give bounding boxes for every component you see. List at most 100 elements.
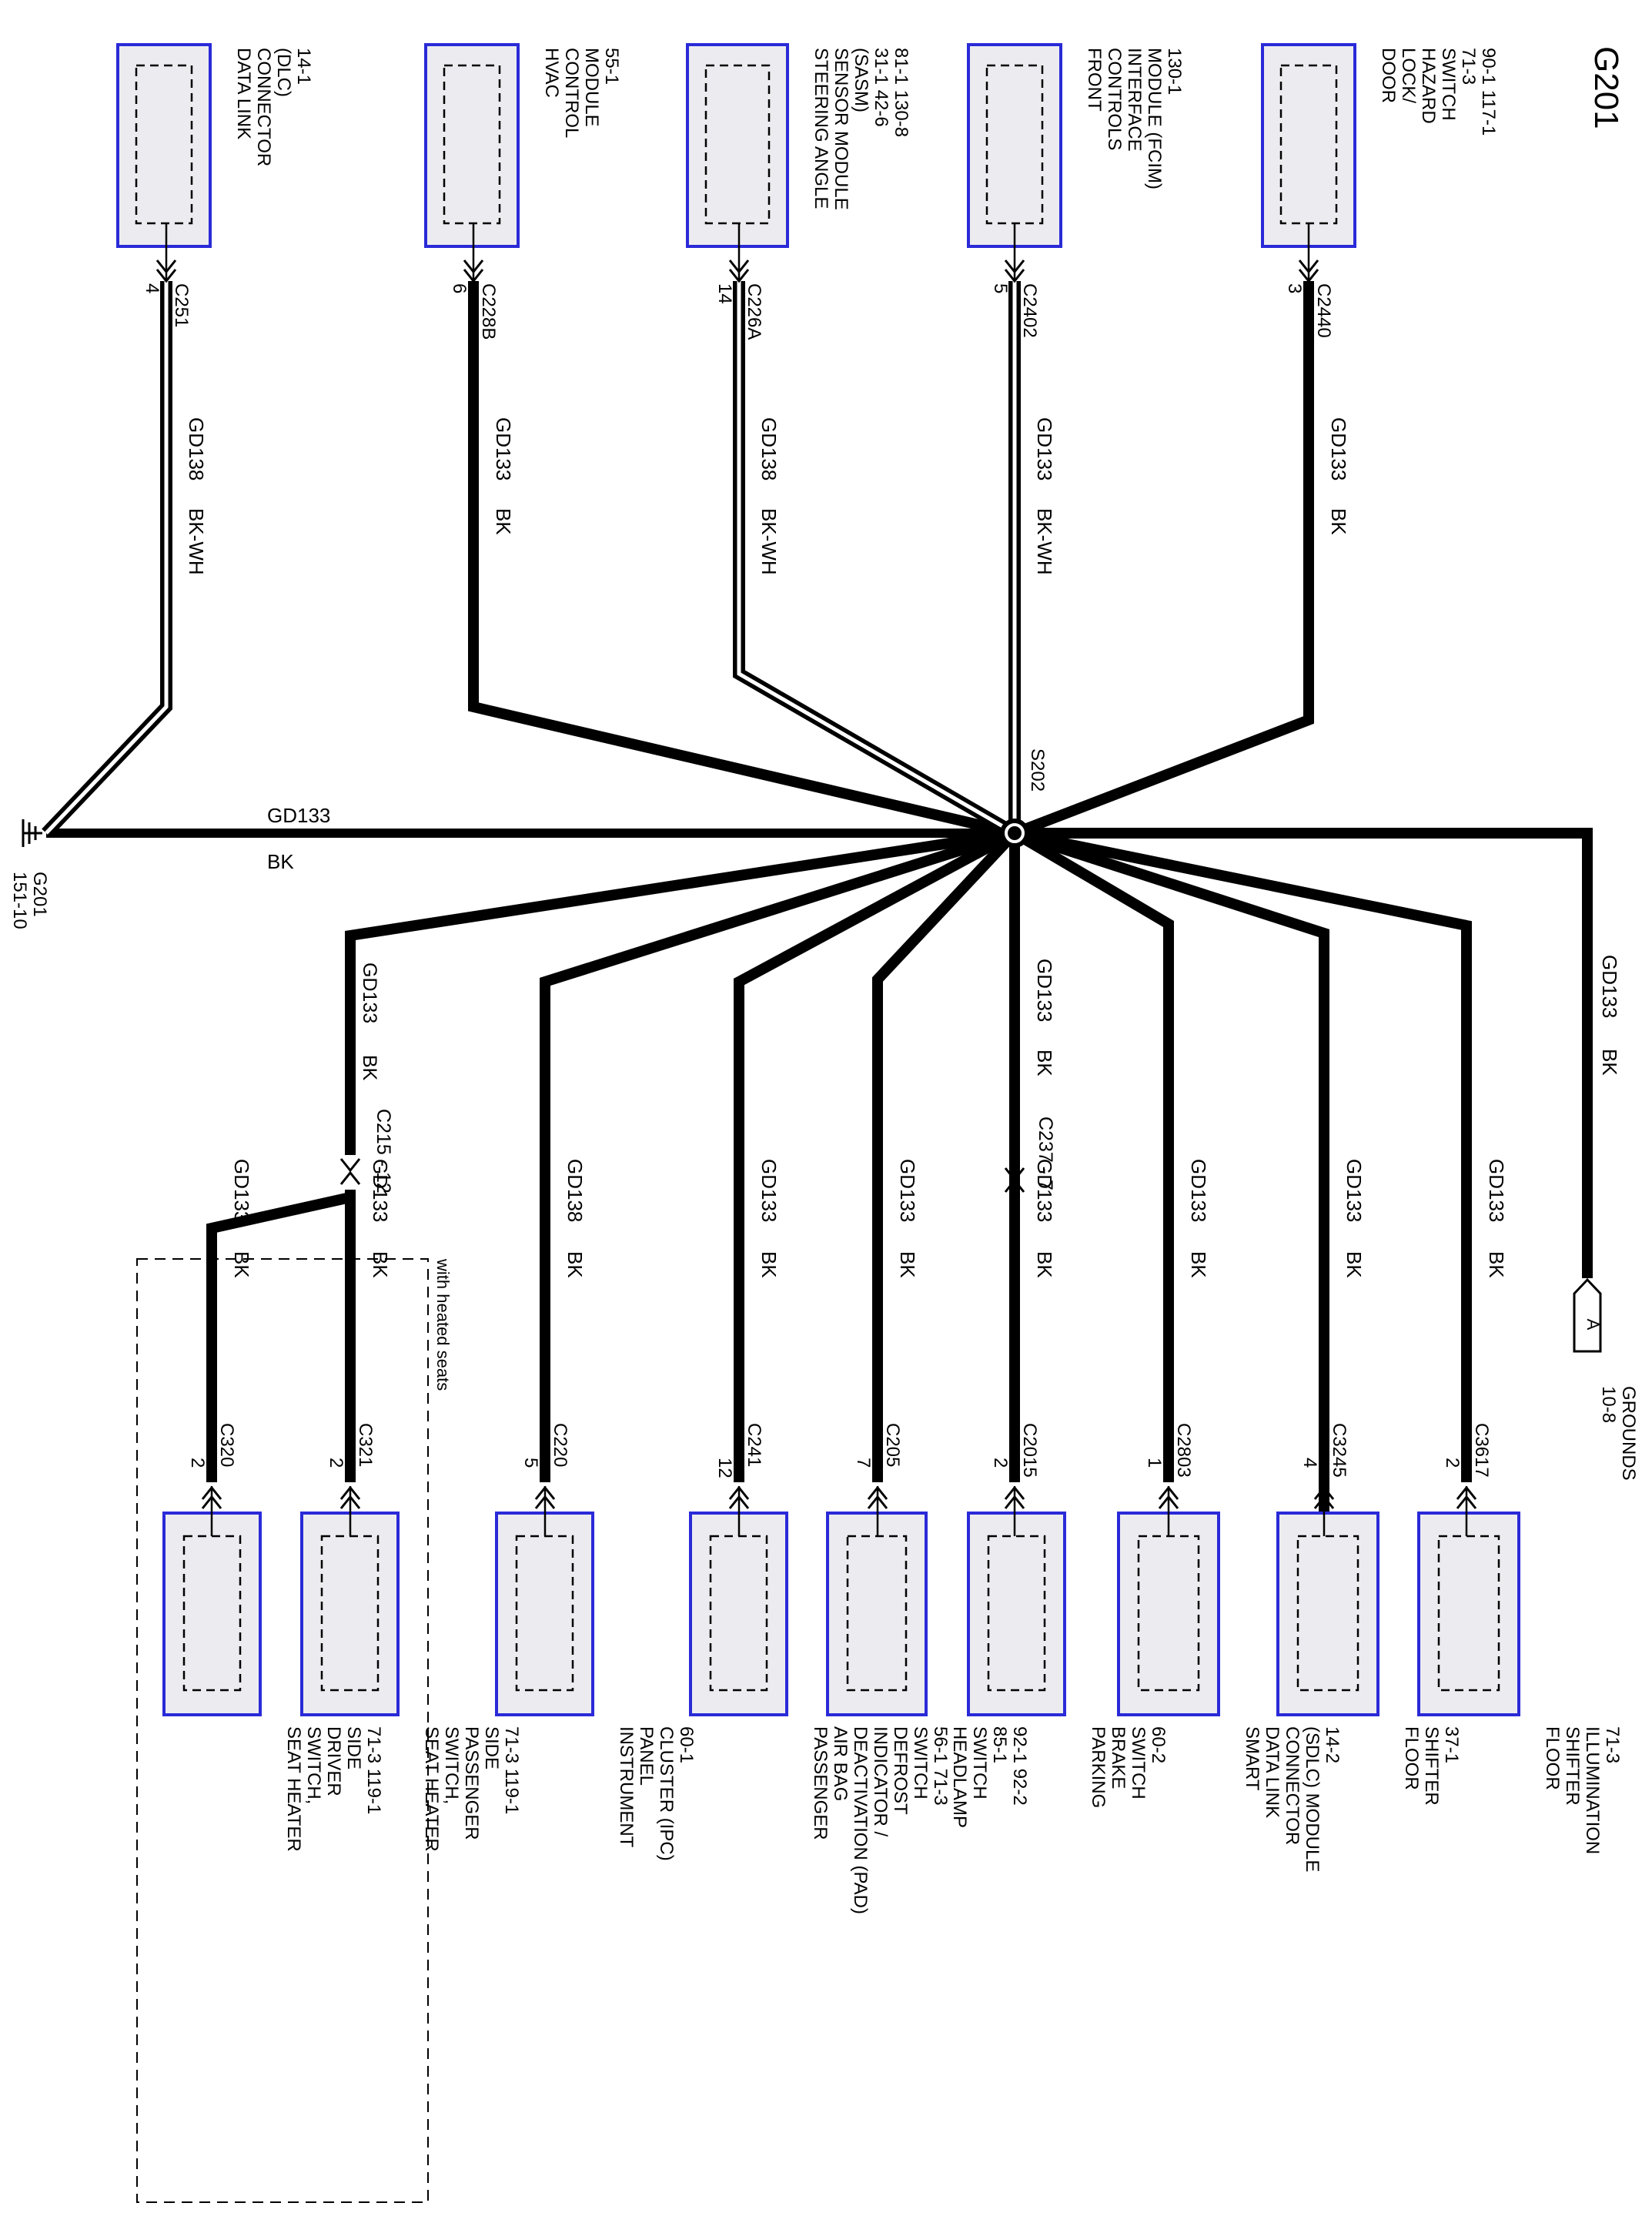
module-label-line: CONNECTOR bbox=[253, 48, 274, 166]
module-label-line: (DLC) bbox=[273, 48, 294, 97]
wire-dlc bbox=[42, 281, 172, 838]
circuit-label: GD133 bbox=[1033, 1159, 1056, 1222]
pin-label: 2 bbox=[990, 1458, 1011, 1468]
heated-seats-region bbox=[136, 1258, 429, 2203]
circuit-label: GD133 bbox=[1485, 1159, 1508, 1222]
seat-branch-circuit: GD133 bbox=[359, 963, 380, 1023]
circuit-label: GD133 bbox=[1033, 417, 1056, 480]
module-label-line: DATA LINK bbox=[233, 48, 254, 139]
grounds-wire-color: BK bbox=[1598, 1049, 1621, 1076]
seat-branch-label: C215 - 12 bbox=[373, 1109, 394, 1194]
connector-label: C3617 bbox=[1471, 1423, 1492, 1478]
module-label-line: INSTRUMENT bbox=[616, 1726, 637, 1848]
module-label-line: STEERING ANGLE bbox=[811, 48, 831, 209]
module-label-line: SHIFTER bbox=[1421, 1726, 1442, 1806]
wire-sdlc bbox=[1012, 828, 1174, 1482]
pin-label: 3 bbox=[1284, 283, 1305, 293]
module-label-line: (SDLC) MODULE bbox=[1302, 1726, 1323, 1872]
module-label-line: PASSENGER bbox=[461, 1726, 482, 1840]
wire-color-label: BK bbox=[1485, 1251, 1508, 1278]
circuit-label: GD133 bbox=[369, 1159, 392, 1222]
module-label-line: 14-1 bbox=[293, 48, 314, 85]
module-label-line: 71-3 bbox=[1458, 48, 1479, 85]
heated-seats-label: with heated seats bbox=[433, 1258, 453, 1391]
wire-grounds bbox=[1015, 828, 1593, 1278]
module-label-line: 14-2 bbox=[1322, 1726, 1343, 1763]
module-label-line: 81-1 130-8 bbox=[891, 48, 911, 137]
module-label-line: 31-1 42-6 bbox=[871, 48, 891, 127]
module-label-line: SIDE bbox=[343, 1726, 364, 1769]
grounds-ref: A GROUNDS 10-8 GD133 BK bbox=[1573, 955, 1639, 1481]
connector-label: C205 bbox=[882, 1423, 903, 1467]
wire-color-label: BK bbox=[757, 1251, 781, 1278]
circuit-label: GD133 bbox=[757, 1159, 781, 1222]
module-label-line: 130-1 bbox=[1164, 48, 1185, 95]
module-label-line: CONTROLS bbox=[1104, 48, 1125, 150]
seat-branch-connector: C215 - 12 GD133 BK bbox=[339, 963, 394, 1194]
module-label-line: 90-1 117-1 bbox=[1478, 48, 1499, 136]
module-label-line: 92-1 92-2 bbox=[1009, 1726, 1030, 1806]
circuit-label: GD133 bbox=[896, 1159, 919, 1222]
splice-label: S202 bbox=[1027, 748, 1048, 792]
module-label-line: SEAT HEATER bbox=[421, 1726, 442, 1852]
module-label-line: INTERFACE bbox=[1124, 48, 1145, 152]
wire-seat-drv bbox=[206, 1192, 352, 1482]
seat-branch-color: BK bbox=[359, 1055, 380, 1081]
wire-pad bbox=[734, 828, 1018, 1482]
wire-headlamp bbox=[872, 829, 1019, 1482]
wire-color-label: BK bbox=[896, 1251, 919, 1278]
connector-label: C226A bbox=[744, 283, 764, 340]
wire-door-lock bbox=[1012, 281, 1314, 839]
module-label-line: SHIFTER bbox=[1562, 1726, 1583, 1806]
module-label-line: DATA LINK bbox=[1262, 1726, 1282, 1818]
module-label-line: PANEL bbox=[636, 1726, 657, 1786]
module-label-line: HAZARD bbox=[1418, 48, 1439, 124]
pin-label: 2 bbox=[1442, 1458, 1463, 1468]
module-label-line: DRIVER bbox=[323, 1726, 344, 1796]
module-label-line: CONTROL bbox=[561, 48, 582, 138]
connector-label: C241 bbox=[744, 1423, 764, 1467]
ground-trunk-color: BK bbox=[267, 850, 294, 873]
circuit-label: GD133 bbox=[1187, 1159, 1210, 1222]
module-label-line: DOOR bbox=[1378, 48, 1399, 103]
wire-color-label: BK bbox=[563, 1251, 587, 1278]
wire-color-label: BK bbox=[369, 1251, 392, 1278]
wire-color-label: BK-WH bbox=[1033, 508, 1056, 575]
wire-hvac bbox=[468, 281, 1016, 839]
module-label-line: PASSENGER bbox=[810, 1726, 831, 1840]
grounds-ref-num: 10-8 bbox=[1598, 1386, 1619, 1423]
module-label-line: LOCK/ bbox=[1398, 48, 1419, 103]
circuit-label: GD138 bbox=[757, 417, 781, 480]
module-label-line: 85-1 bbox=[989, 1726, 1010, 1763]
module-label-line: ILLUMINATION bbox=[1582, 1726, 1603, 1854]
inline-connector-label: C237 - 7 bbox=[1035, 1117, 1056, 1190]
pin-label: 4 bbox=[1299, 1458, 1320, 1468]
module-label-line: DEFROST bbox=[890, 1726, 911, 1815]
connector-label: C220 bbox=[550, 1423, 570, 1467]
module-label-line: SWITCH bbox=[910, 1726, 931, 1799]
module-label-line: SWITCH bbox=[1128, 1726, 1149, 1799]
wire-color-label: BK bbox=[492, 508, 515, 535]
pin-label: 14 bbox=[714, 283, 735, 304]
module-label-line: CONNECTOR bbox=[1282, 1726, 1303, 1845]
wire-floor-shifter bbox=[1012, 828, 1329, 1515]
module-label-line: PARKING bbox=[1088, 1726, 1109, 1808]
module-label-line: 60-2 bbox=[1148, 1726, 1169, 1763]
module-label-line: SMART bbox=[1242, 1726, 1262, 1791]
module-label-line: INDICATOR / bbox=[870, 1726, 891, 1836]
pin-label: 7 bbox=[853, 1458, 874, 1468]
inline-circuit-label: GD133 bbox=[1033, 959, 1056, 1022]
module-label-line: SWITCH bbox=[969, 1726, 990, 1799]
module-label-line: 60-1 bbox=[676, 1726, 697, 1763]
circuit-label: GD138 bbox=[563, 1159, 587, 1222]
